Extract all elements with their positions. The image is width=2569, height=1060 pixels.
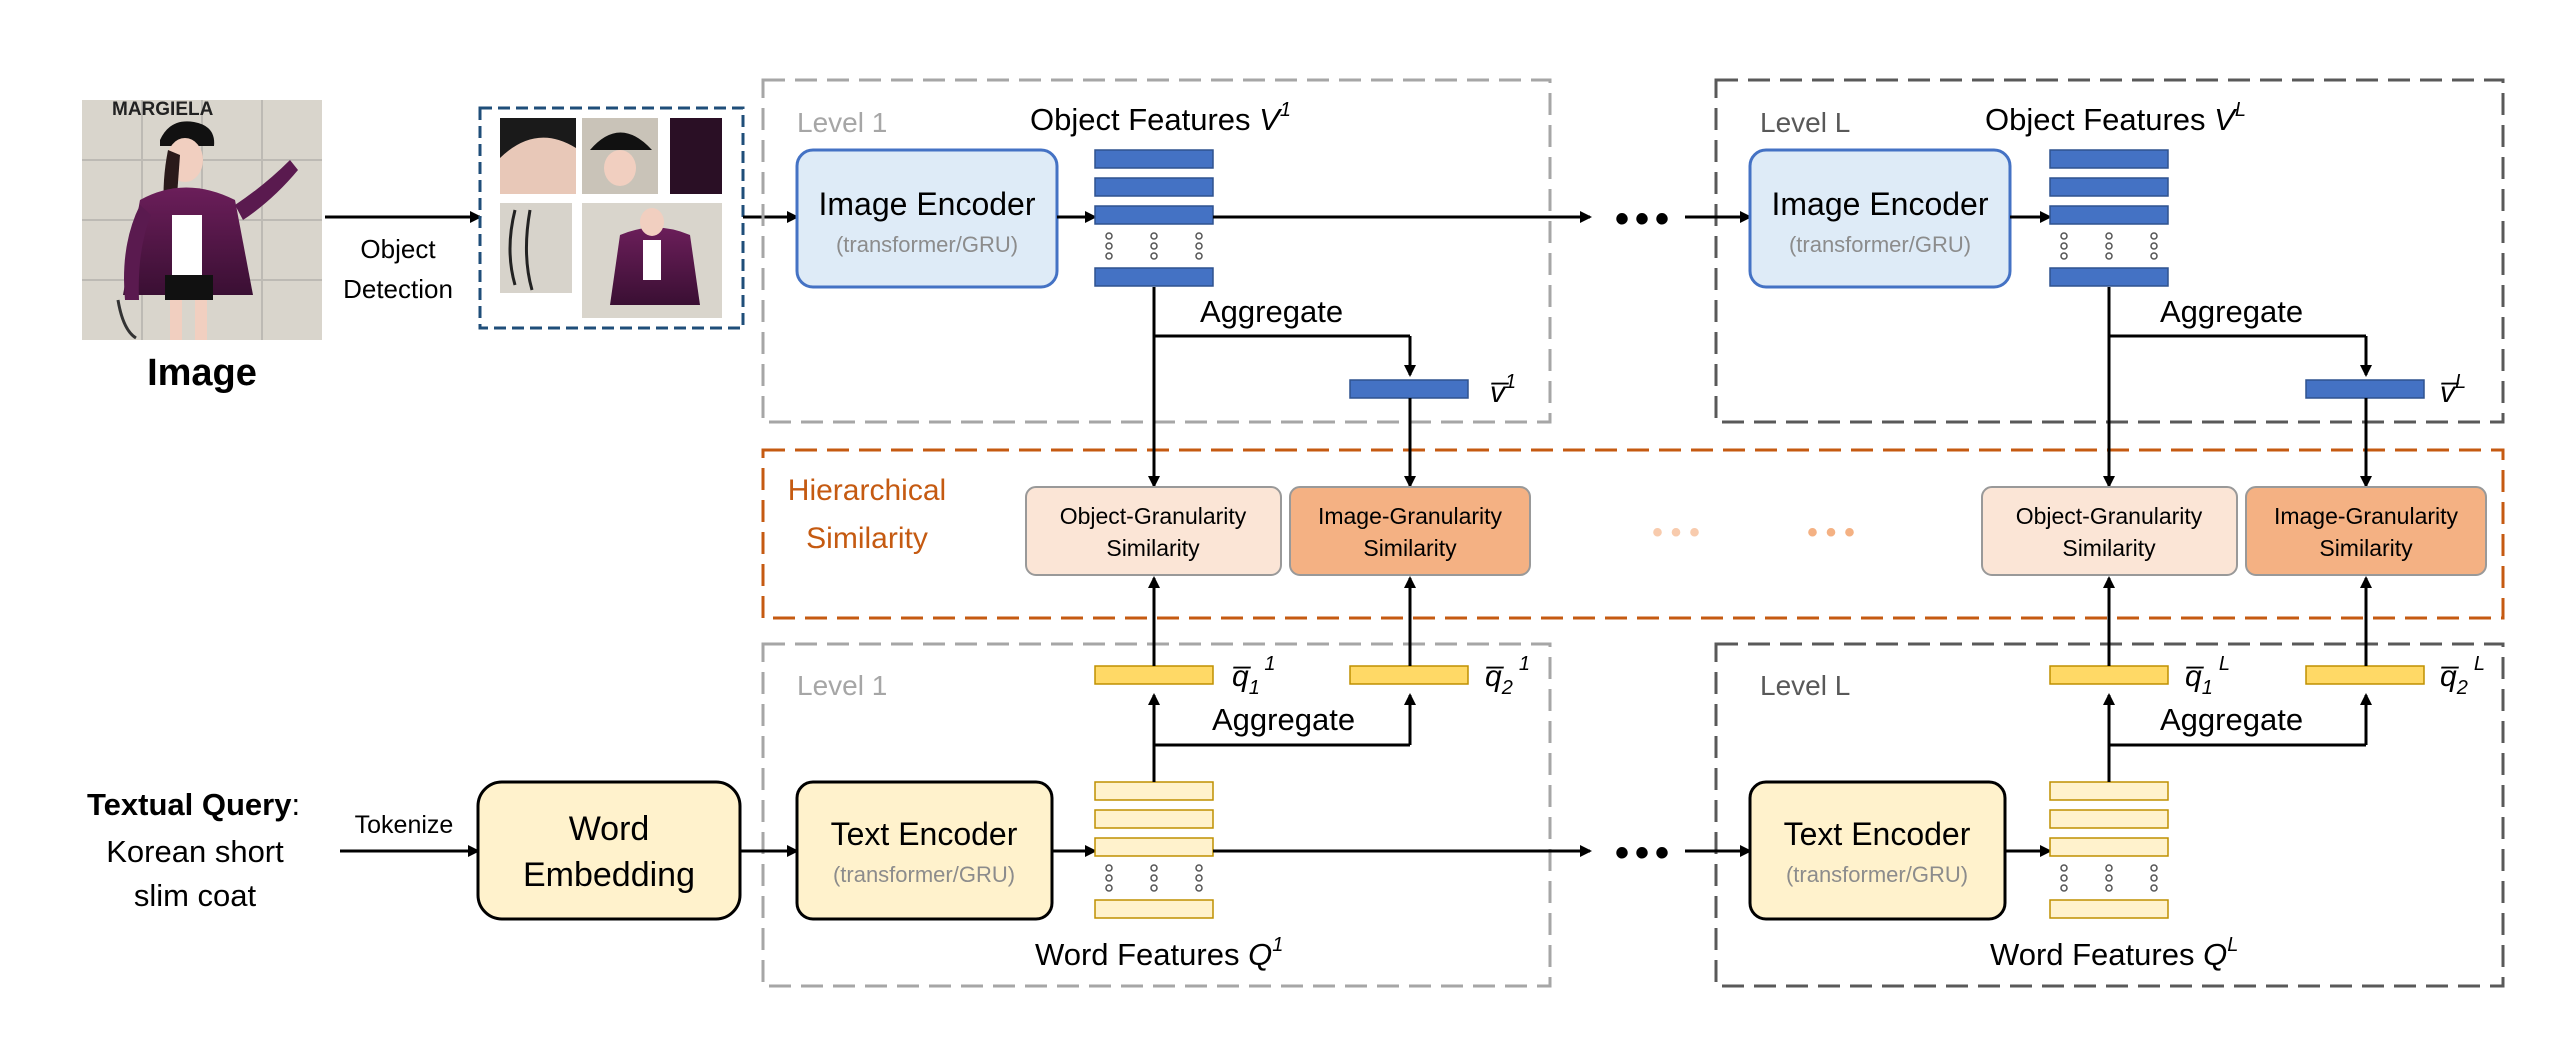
q1bar-label-1: q̅11 bbox=[1232, 653, 1275, 699]
q1bar-feature-1 bbox=[1094, 665, 1214, 685]
word-embedding: Word Embedding bbox=[476, 780, 742, 921]
textual-query-line-1: Korean short bbox=[106, 834, 284, 869]
svg-text:Object-Granularity: Object-Granularity bbox=[2016, 503, 2203, 529]
object-granularity-similarity-1: Object-Granularity Similarity bbox=[1025, 486, 1282, 576]
object-features-label-1: Object Features V1 bbox=[1030, 99, 1291, 137]
aggregate-label-img-1: Aggregate bbox=[1200, 294, 1343, 329]
hierarchical-similarity-label-1: Hierarchical bbox=[788, 474, 946, 507]
q1bar-feature-L bbox=[2049, 665, 2169, 685]
word-features-label-1: Word Features Q1 bbox=[1035, 934, 1283, 972]
object-detection-label-1: Object bbox=[360, 234, 436, 264]
svg-text:Similarity: Similarity bbox=[2062, 535, 2156, 561]
image-encoder-title-L: Image Encoder bbox=[1771, 186, 1988, 222]
aggregate-label-txt-L: Aggregate bbox=[2160, 702, 2303, 737]
level-L-text-label: Level L bbox=[1760, 670, 1850, 701]
q1bar-label-L: q̅1L bbox=[2185, 653, 2230, 699]
svg-text:Image-Granularity: Image-Granularity bbox=[2274, 503, 2459, 529]
crop-shorts bbox=[670, 118, 722, 194]
object-features-level-1 bbox=[1094, 149, 1214, 287]
q2bar-label-1: q̅21 bbox=[1485, 653, 1530, 699]
image-encoder-subtitle-L: (transformer/GRU) bbox=[1789, 232, 1971, 257]
text-encoder-level-1: Text Encoder (transformer/GRU) bbox=[795, 780, 1054, 921]
svg-text:Similarity: Similarity bbox=[1106, 535, 1200, 561]
image-label: Image bbox=[147, 352, 257, 394]
svg-text:Embedding: Embedding bbox=[523, 856, 695, 894]
tokenize-label: Tokenize bbox=[355, 811, 454, 839]
svg-text:Similarity: Similarity bbox=[1363, 535, 1457, 561]
object-features-level-L bbox=[2049, 149, 2169, 287]
word-features-level-L bbox=[2049, 781, 2169, 919]
object-detection-label-2: Detection bbox=[343, 274, 453, 304]
svg-text:Word: Word bbox=[569, 810, 650, 848]
aggregate-label-img-L: Aggregate bbox=[2160, 294, 2303, 329]
image-encoder-level-1: Image Encoder (transformer/GRU) bbox=[795, 148, 1059, 289]
text-encoder-title-L: Text Encoder bbox=[1784, 816, 1971, 852]
image-encoder-subtitle: (transformer/GRU) bbox=[836, 232, 1018, 257]
level-L-image-label: Level L bbox=[1760, 107, 1850, 138]
q2bar-feature-1 bbox=[1349, 665, 1469, 685]
word-features-label-L: Word Features QL bbox=[1990, 934, 2238, 972]
svg-text:Image-Granularity: Image-Granularity bbox=[1318, 503, 1503, 529]
level-1-text-label: Level 1 bbox=[797, 670, 887, 701]
hierarchical-similarity-box bbox=[761, 448, 2505, 620]
photo-watermark: MARGIELA bbox=[112, 99, 214, 120]
object-features-label-L: Object Features VL bbox=[1985, 99, 2246, 137]
image-granularity-similarity-L: Image-Granularity Similarity bbox=[2245, 486, 2487, 576]
image-encoder-level-L: Image Encoder (transformer/GRU) bbox=[1748, 148, 2012, 289]
input-image: MARGIELA Image bbox=[82, 99, 322, 394]
textual-query-label: Textual Query: bbox=[87, 787, 300, 822]
vbar-feature-1 bbox=[1349, 379, 1469, 399]
level-1-image-label: Level 1 bbox=[797, 107, 887, 138]
q2bar-feature-L bbox=[2305, 665, 2425, 685]
aggregate-label-txt-1: Aggregate bbox=[1212, 702, 1355, 737]
vbar-feature-L bbox=[2305, 379, 2425, 399]
vbar-label-1: v̅1 bbox=[1490, 371, 1516, 409]
level-1-image-box bbox=[761, 78, 1552, 424]
detected-objects bbox=[478, 106, 745, 330]
text-encoder-subtitle-L: (transformer/GRU) bbox=[1786, 862, 1968, 887]
image-encoder-title: Image Encoder bbox=[818, 186, 1035, 222]
hierarchical-similarity-label-2: Similarity bbox=[806, 522, 928, 555]
text-encoder-title: Text Encoder bbox=[831, 816, 1018, 852]
obj-sim-ellipsis: ••• bbox=[1652, 516, 1708, 549]
svg-text:Similarity: Similarity bbox=[2319, 535, 2413, 561]
img-sim-ellipsis: ••• bbox=[1807, 516, 1863, 549]
text-encoder-level-L: Text Encoder (transformer/GRU) bbox=[1748, 780, 2007, 921]
word-features-level-1 bbox=[1094, 781, 1214, 919]
text-ellipsis: ••• bbox=[1615, 831, 1675, 875]
image-ellipsis: ••• bbox=[1615, 197, 1675, 241]
level-1-text-box bbox=[761, 642, 1552, 988]
textual-query-line-2: slim coat bbox=[134, 878, 257, 913]
svg-text:Object-Granularity: Object-Granularity bbox=[1060, 503, 1247, 529]
vbar-label-L: v̅L bbox=[2440, 371, 2466, 409]
detected-objects-box bbox=[478, 106, 745, 330]
image-granularity-similarity-1: Image-Granularity Similarity bbox=[1289, 486, 1531, 576]
q2bar-label-L: q̅2L bbox=[2440, 653, 2485, 699]
text-encoder-subtitle: (transformer/GRU) bbox=[833, 862, 1015, 887]
object-granularity-similarity-L: Object-Granularity Similarity bbox=[1981, 486, 2238, 576]
